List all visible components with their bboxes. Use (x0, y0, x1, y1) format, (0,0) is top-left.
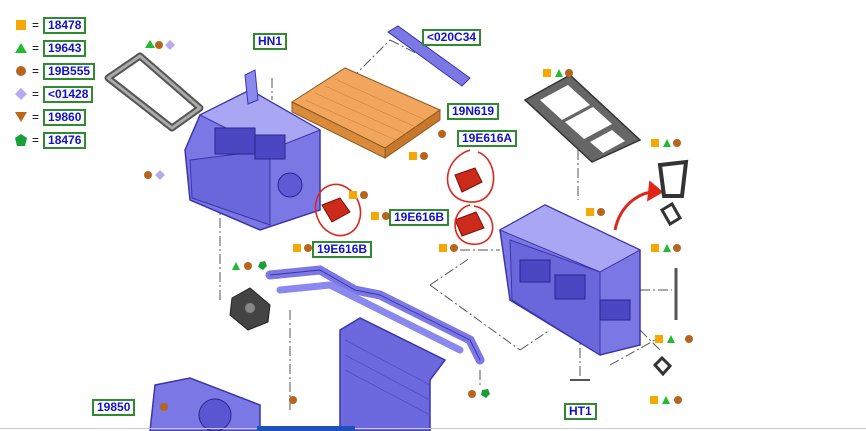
cabin-air-filter (290, 67, 442, 159)
heater-pipes (265, 265, 485, 365)
right-heater-housing (498, 204, 642, 356)
grommet (229, 287, 271, 331)
triangle-symbol-icon (15, 43, 27, 53)
callout-ht1[interactable]: HT1 (564, 403, 597, 420)
callout-19e616a[interactable]: 19E616A (457, 130, 518, 147)
diamond-symbol-icon (15, 88, 27, 100)
legend-equals: = (32, 87, 40, 101)
square-symbol-icon (16, 20, 26, 30)
legend-code[interactable]: 19860 (43, 108, 87, 126)
symbol-clusters (144, 40, 693, 411)
legend-equals: = (32, 110, 40, 124)
legend-row: = 18476 (14, 131, 95, 149)
red-annotations (314, 149, 664, 245)
pentagon-symbol-icon (15, 134, 27, 146)
legend-row: = 19643 (14, 39, 95, 57)
legend-row: = 18478 (14, 16, 95, 34)
grille-panel (523, 74, 642, 163)
scroll-indicator[interactable] (257, 426, 355, 431)
legend-equals: = (32, 41, 40, 55)
actuators (321, 167, 485, 237)
callout-19e616b-left[interactable]: 19E616B (312, 241, 373, 258)
left-heater-housing (184, 69, 322, 231)
bottom-divider (0, 428, 866, 429)
legend-row: = 19B555 (14, 62, 96, 80)
callout-19n619[interactable]: 19N619 (447, 103, 500, 120)
legend-equals: = (32, 133, 40, 147)
callout-hn1[interactable]: HN1 (253, 33, 288, 50)
blower-housing (149, 377, 261, 431)
right-small-parts (570, 159, 689, 381)
legend-code[interactable]: 19B555 (43, 62, 96, 80)
legend-equals: = (32, 64, 40, 78)
legend-code[interactable]: 18478 (43, 16, 87, 34)
legend-equals: = (32, 18, 40, 32)
heater-core (339, 317, 447, 431)
callout-19850[interactable]: 19850 (92, 399, 136, 416)
callout-19e616b-right[interactable]: 19E616B (389, 209, 450, 226)
legend-code[interactable]: <01428 (43, 85, 94, 103)
triangle-down-symbol-icon (15, 112, 27, 122)
legend-code[interactable]: 18476 (43, 131, 87, 149)
legend-row: = <01428 (14, 85, 95, 103)
callout-020c34[interactable]: <020C34 (422, 29, 482, 46)
long-bracket (387, 25, 471, 87)
symbol-legend: = 18478 = 19643 = 19B555 = <01428 = 1986… (14, 16, 96, 154)
legend-code[interactable]: 19643 (43, 39, 87, 57)
legend-row: = 19860 (14, 108, 95, 126)
circle-symbol-icon (16, 66, 26, 76)
gasket-frame (104, 52, 204, 132)
